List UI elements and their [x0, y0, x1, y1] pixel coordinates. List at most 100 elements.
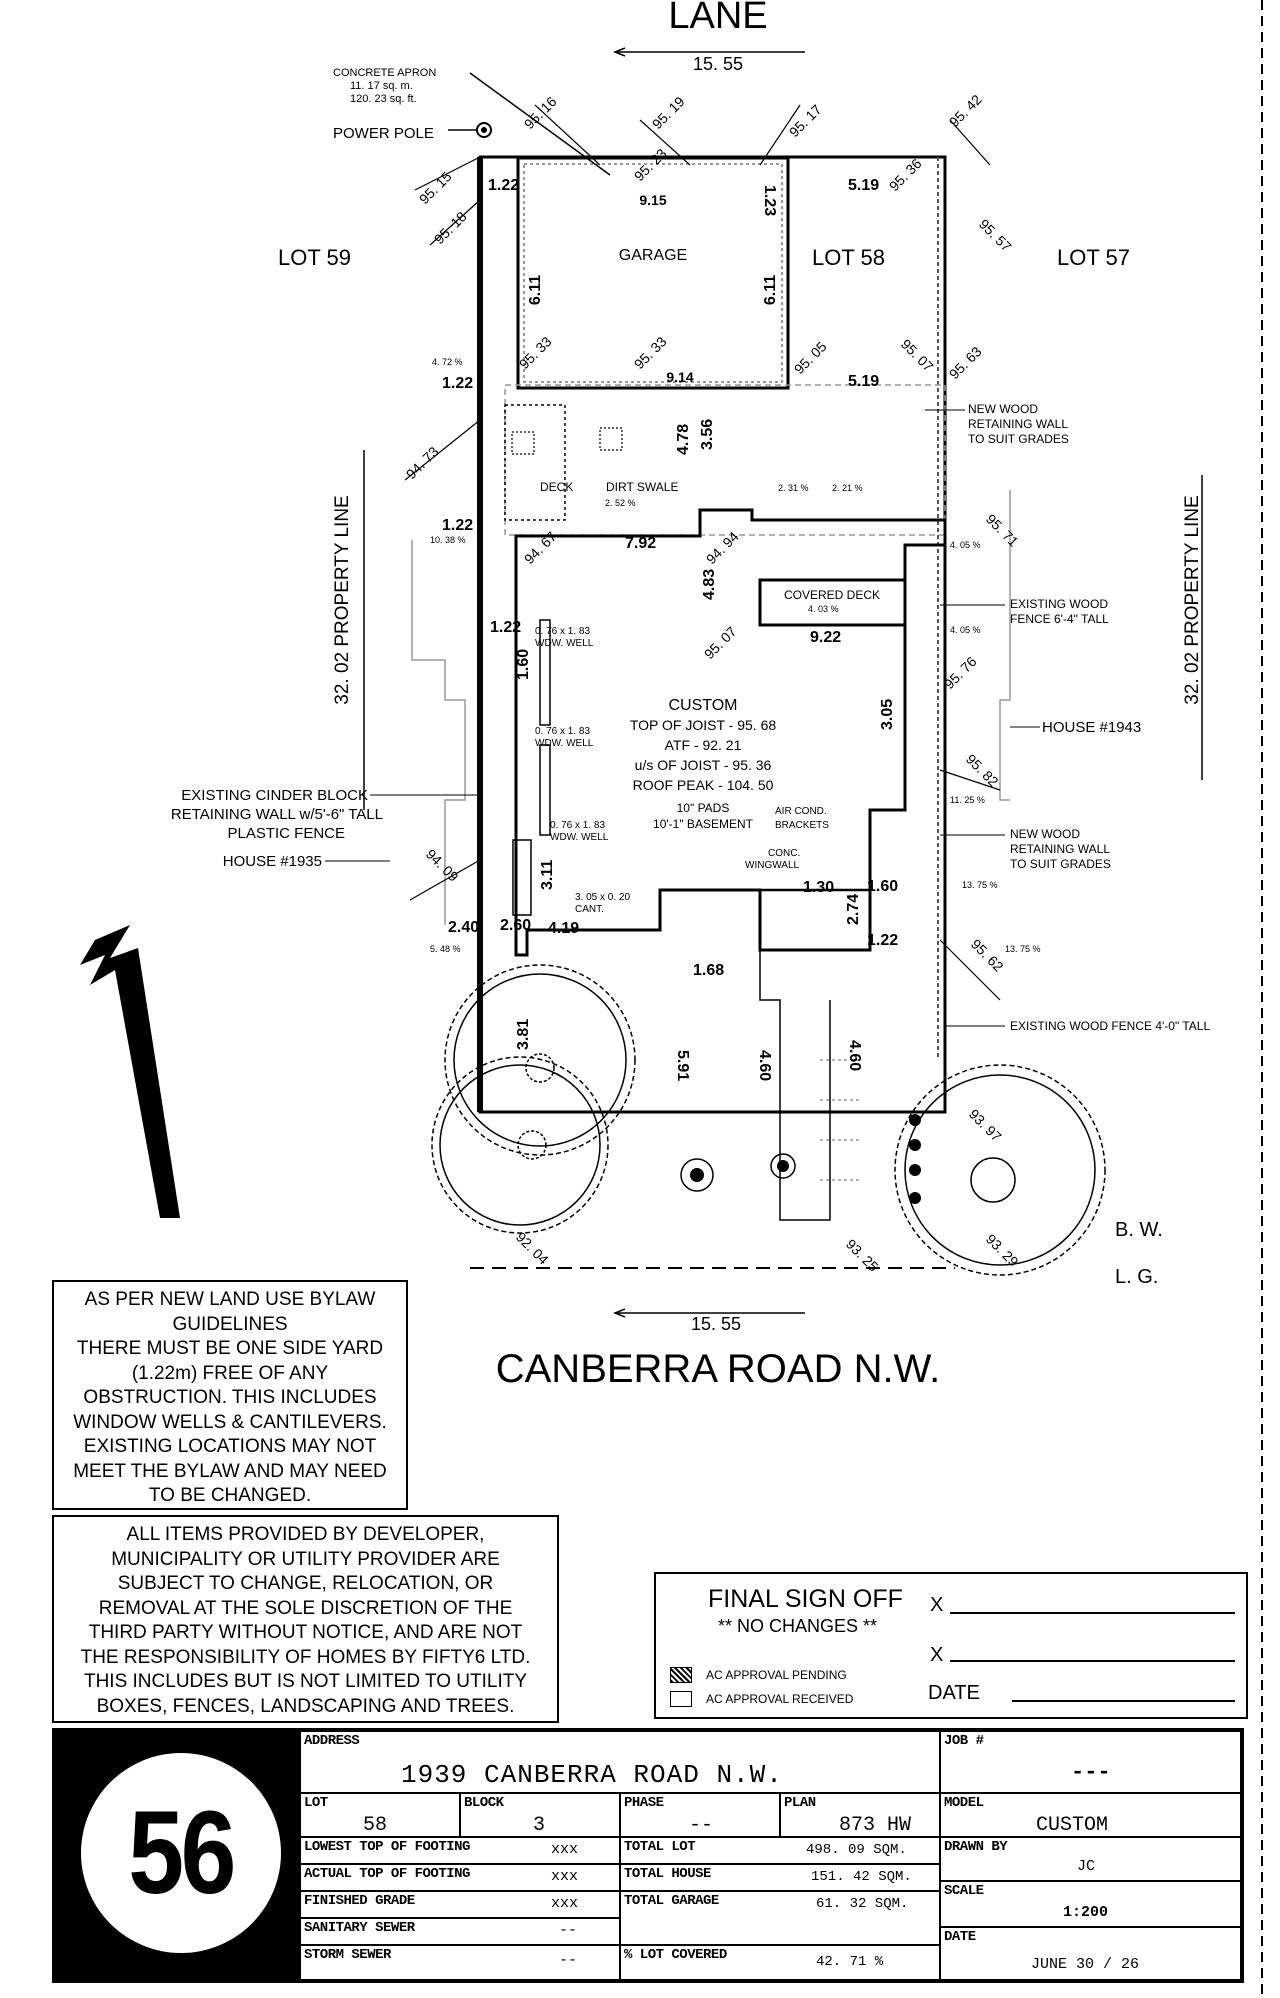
power-pole-symbol — [476, 122, 492, 138]
svg-text:FENCE 6'-4" TALL: FENCE 6'-4" TALL — [1010, 612, 1109, 626]
frontage-bottom: 15. 55 — [691, 1314, 741, 1334]
bylaw-note: AS PER NEW LAND USE BYLAW GUIDELINES THE… — [52, 1280, 408, 1510]
street-name: CANBERRA ROAD N.W. — [496, 1347, 941, 1391]
signoff-line-2[interactable] — [950, 1638, 1235, 1662]
svg-text:PLASTIC FENCE: PLASTIC FENCE — [227, 825, 345, 842]
north-arrow — [80, 925, 180, 1218]
ac-pending-checkbox[interactable] — [670, 1667, 692, 1683]
svg-text:10" PADS: 10" PADS — [677, 801, 730, 815]
svg-text:1.60: 1.60 — [867, 878, 898, 895]
svg-text:95. 07: 95. 07 — [898, 336, 937, 375]
signoff-title: FINAL SIGN OFF — [708, 1585, 903, 1613]
svg-text:1.68: 1.68 — [693, 962, 724, 979]
svg-text:5.19: 5.19 — [848, 373, 879, 390]
logo-panel: 56 — [55, 1731, 300, 1980]
svg-text:95. 16: 95. 16 — [521, 93, 560, 132]
svg-text:CANT.: CANT. — [575, 904, 604, 915]
svg-text:NEW WOOD: NEW WOOD — [1010, 827, 1080, 841]
job-cell: JOB # --- — [940, 1731, 1241, 1793]
svg-text:CONCRETE APRON: CONCRETE APRON — [333, 67, 436, 79]
svg-text:120. 23 sq. ft.: 120. 23 sq. ft. — [350, 93, 417, 105]
svg-text:4.60: 4.60 — [846, 1040, 863, 1071]
garage-width-top: 9.15 — [639, 192, 666, 208]
svg-text:95. 42: 95. 42 — [946, 91, 985, 130]
lot-59-label: LOT 59 — [278, 245, 351, 270]
ac-received-label: AC APPROVAL RECEIVED — [706, 1692, 854, 1706]
svg-text:4. 03 %: 4. 03 % — [808, 604, 839, 614]
svg-text:95. 07: 95. 07 — [701, 623, 740, 662]
svg-text:95. 63: 95. 63 — [946, 343, 985, 382]
svg-text:9.22: 9.22 — [810, 629, 841, 646]
svg-text:NEW WOOD: NEW WOOD — [968, 402, 1038, 416]
svg-text:u/s OF JOIST - 95. 36: u/s OF JOIST - 95. 36 — [635, 757, 772, 773]
svg-text:1.22: 1.22 — [488, 177, 519, 194]
svg-text:1.60: 1.60 — [515, 649, 532, 680]
svg-text:95. 15: 95. 15 — [416, 168, 455, 207]
signoff-x1: X — [930, 1594, 944, 1616]
ltf-cell: LOWEST TOP OF FOOTING xxx — [300, 1837, 620, 1864]
lane-label: LANE — [668, 0, 767, 37]
svg-text:92. 04: 92. 04 — [513, 1229, 552, 1268]
svg-text:95. 76: 95. 76 — [941, 653, 980, 692]
signoff-date-line[interactable] — [1012, 1680, 1235, 1702]
drawn-by-cell: DRAWN BY JC — [940, 1837, 1241, 1881]
svg-text:DIRT SWALE: DIRT SWALE — [606, 480, 678, 494]
block-cell: BLOCK 3 — [460, 1793, 620, 1837]
svg-text:95. 33: 95. 33 — [631, 333, 670, 372]
svg-text:2. 31 %: 2. 31 % — [778, 483, 809, 493]
svg-text:94. 94: 94. 94 — [703, 528, 742, 567]
svg-text:AIR COND.: AIR COND. — [775, 806, 827, 817]
total-lot-cell: TOTAL LOT 498. 09 SQM. — [620, 1837, 940, 1864]
svg-text:B. W.: B. W. — [1115, 1219, 1163, 1241]
house-footprint — [514, 508, 947, 957]
model-cell: MODEL CUSTOM — [940, 1793, 1241, 1837]
svg-text:5.91: 5.91 — [674, 1050, 691, 1081]
signoff-subtitle: ** NO CHANGES ** — [718, 1616, 878, 1636]
svg-text:2. 52 %: 2. 52 % — [605, 498, 636, 508]
svg-text:11. 25 %: 11. 25 % — [950, 795, 985, 805]
svg-text:RETAINING WALL: RETAINING WALL — [1010, 842, 1110, 856]
svg-text:95. 57: 95. 57 — [976, 216, 1015, 255]
svg-text:2.40: 2.40 — [448, 919, 479, 936]
svg-text:RETAINING WALL w/5'-6" TALL: RETAINING WALL w/5'-6" TALL — [171, 806, 383, 823]
svg-text:6.11: 6.11 — [762, 275, 779, 305]
lot-cell: LOT 58 — [300, 1793, 460, 1837]
garage-width-bottom: 9.14 — [666, 369, 693, 385]
svg-text:32. 02 PROPERTY LINE: 32. 02 PROPERTY LINE — [332, 495, 353, 704]
signoff-line-1[interactable] — [950, 1590, 1235, 1614]
fg-cell: FINISHED GRADE xxx — [300, 1891, 620, 1918]
logo-circle: 56 — [81, 1753, 281, 1953]
svg-text:2. 21 %: 2. 21 % — [832, 483, 863, 493]
svg-text:4. 05 %: 4. 05 % — [950, 625, 981, 635]
storm-cell: STORM SEWER -- — [300, 1945, 620, 1980]
title-block: 56 ADDRESS 1939 CANBERRA ROAD N.W. JOB #… — [52, 1728, 1244, 1983]
svg-text:WINGWALL: WINGWALL — [745, 860, 800, 871]
svg-text:4.78: 4.78 — [675, 424, 692, 455]
svg-text:5.19: 5.19 — [848, 177, 879, 194]
svg-text:95. 62: 95. 62 — [968, 936, 1007, 975]
svg-text:3.81: 3.81 — [515, 1019, 532, 1050]
svg-text:COVERED DECK: COVERED DECK — [784, 588, 880, 602]
svg-text:95. 19: 95. 19 — [649, 93, 688, 132]
svg-text:1.22: 1.22 — [442, 517, 473, 534]
ac-pending-label: AC APPROVAL PENDING — [706, 1668, 847, 1682]
svg-text:WDW. WELL: WDW. WELL — [535, 638, 594, 649]
svg-text:RETAINING WALL: RETAINING WALL — [968, 417, 1068, 431]
svg-text:EXISTING WOOD: EXISTING WOOD — [1010, 597, 1108, 611]
svg-text:DECK: DECK — [540, 480, 573, 494]
svg-text:0. 76 x 1. 83: 0. 76 x 1. 83 — [535, 626, 590, 637]
svg-text:ATF - 92. 21: ATF - 92. 21 — [665, 737, 742, 753]
svg-text:2.74: 2.74 — [845, 894, 862, 925]
svg-text:94. 73: 94. 73 — [403, 443, 442, 482]
svg-text:3.05: 3.05 — [879, 699, 896, 730]
svg-text:2.60: 2.60 — [500, 917, 531, 934]
ac-received-checkbox[interactable] — [670, 1691, 692, 1707]
lot-57-label: LOT 57 — [1057, 245, 1130, 270]
signoff-box: FINAL SIGN OFF ** NO CHANGES ** X X DATE… — [654, 1572, 1248, 1719]
atf-cell: ACTUAL TOP OF FOOTING xxx — [300, 1864, 620, 1891]
svg-text:4. 72 %: 4. 72 % — [432, 357, 463, 367]
svg-text:10'-1" BASEMENT: 10'-1" BASEMENT — [653, 817, 754, 831]
svg-text:6.11: 6.11 — [527, 275, 544, 305]
total-house-cell: TOTAL HOUSE 151. 42 SQM. — [620, 1864, 940, 1891]
